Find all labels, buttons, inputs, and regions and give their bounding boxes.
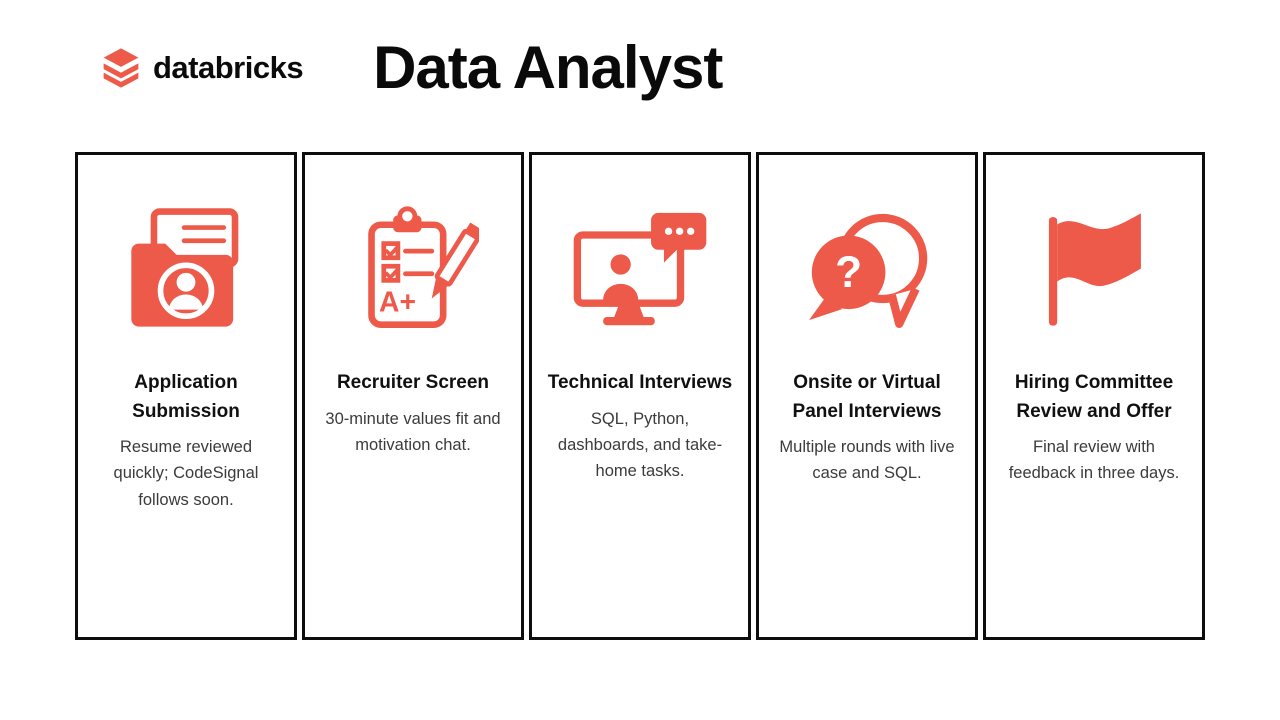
folder-user-icon xyxy=(120,185,252,355)
clipboard-grade-text: A+ xyxy=(379,285,416,317)
card-description: Resume reviewed quickly; CodeSignal foll… xyxy=(113,438,259,509)
card-description: Final review with feedback in three days… xyxy=(1008,438,1180,483)
card-title: Hiring Committee Review and Offer xyxy=(1014,372,1174,422)
card-title: Technical Interviews xyxy=(547,372,733,393)
card-recruiter-screen: A+ Recruiter Screen 30-minute values fit… xyxy=(302,152,524,640)
card-description: 30-minute values fit and motivation chat… xyxy=(325,409,501,454)
brand: databricks xyxy=(100,46,304,90)
card-title: Application Submission xyxy=(132,372,240,422)
flag-icon xyxy=(1025,185,1163,355)
card-application-submission: Application Submission Resume reviewed q… xyxy=(75,152,297,640)
card-title: Recruiter Screen xyxy=(336,372,490,393)
question-mark-text: ? xyxy=(835,248,862,297)
header: databricks Data Analyst xyxy=(0,0,1280,98)
monitor-interview-icon xyxy=(570,185,710,355)
card-description: SQL, Python, dashboards, and take-home t… xyxy=(557,409,723,481)
databricks-logo-icon xyxy=(100,46,142,90)
process-cards: Application Submission Resume reviewed q… xyxy=(75,152,1205,640)
brand-name: databricks xyxy=(153,50,304,85)
card-onsite-panel-interviews: ? Onsite or Virtual Panel Interviews Mul… xyxy=(756,152,978,640)
page-title: Data Analyst xyxy=(373,34,723,101)
card-hiring-committee-offer: Hiring Committee Review and Offer Final … xyxy=(983,152,1205,640)
clipboard-checklist-icon: A+ xyxy=(347,185,479,355)
card-technical-interviews: Technical Interviews SQL, Python, dashbo… xyxy=(529,152,751,640)
card-description: Multiple rounds with live case and SQL. xyxy=(779,438,955,483)
question-bubbles-icon: ? xyxy=(798,185,936,355)
card-title: Onsite or Virtual Panel Interviews xyxy=(792,372,942,422)
